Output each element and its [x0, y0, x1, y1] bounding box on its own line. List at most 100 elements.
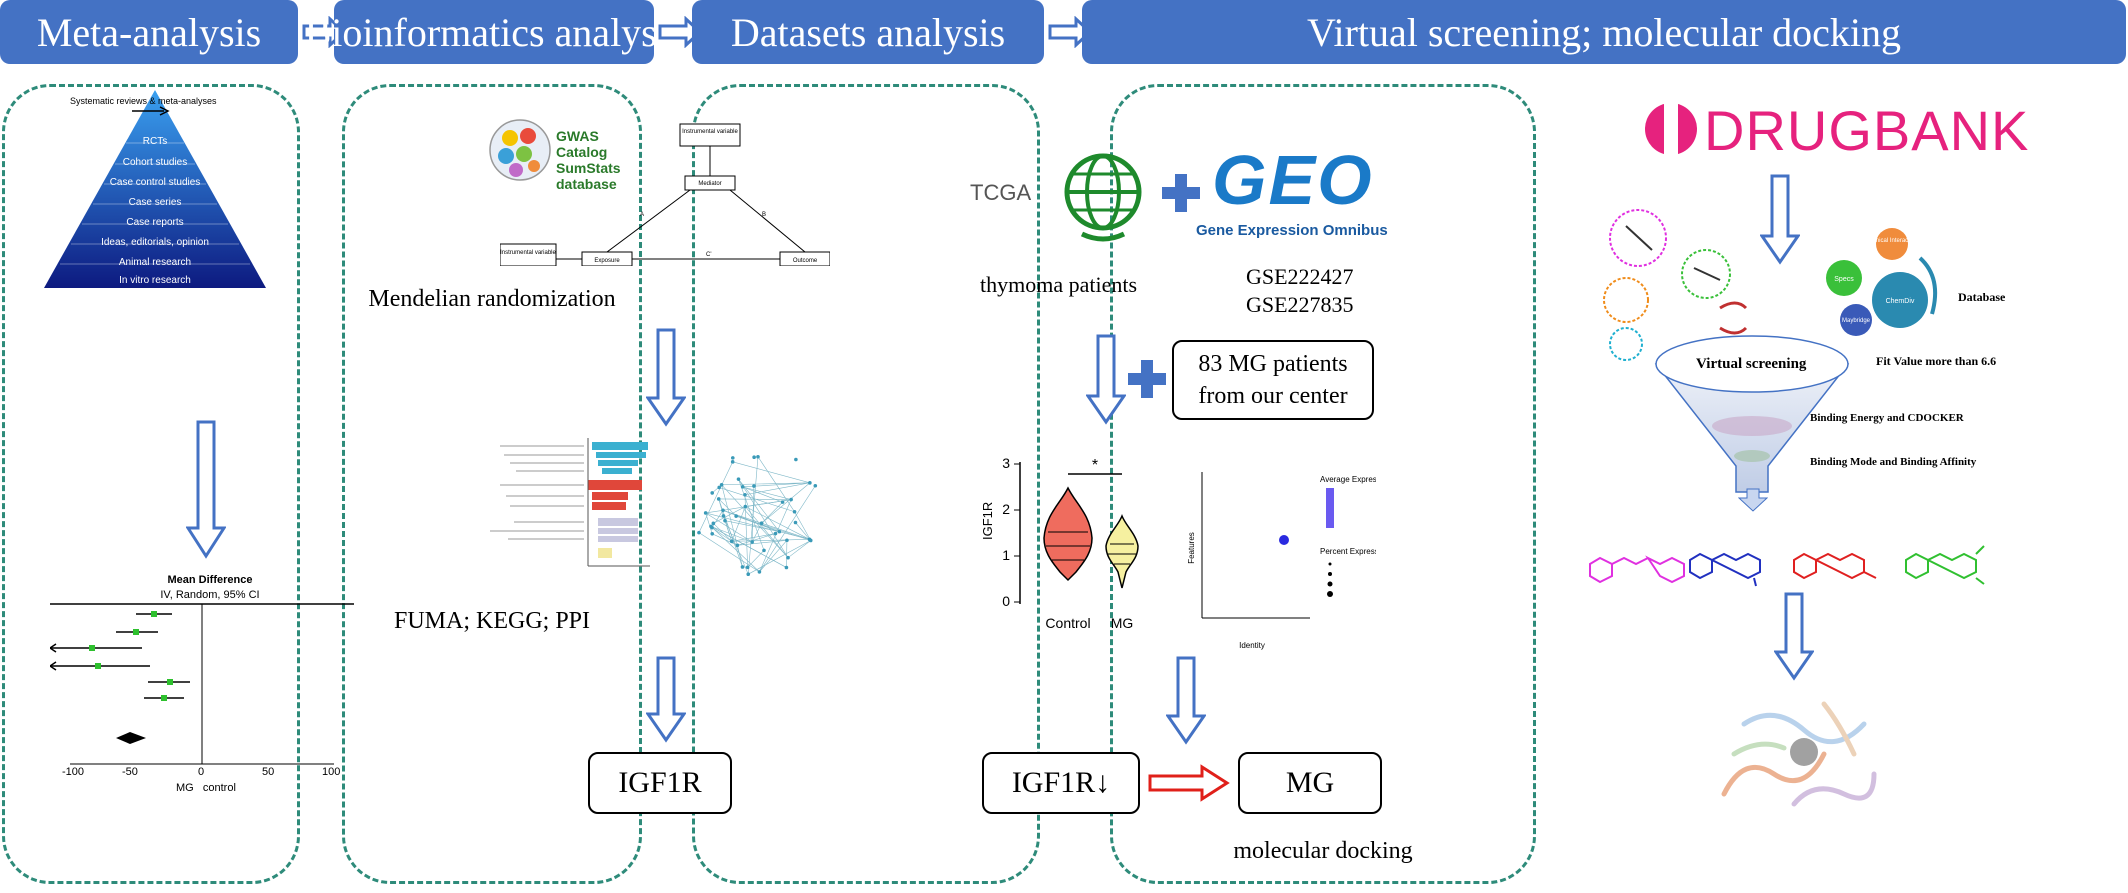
ppi-node: [743, 492, 747, 497]
mr-exposure: Exposure: [594, 258, 620, 264]
ppi-edge: [721, 482, 810, 486]
ppi-node: [746, 572, 751, 576]
ppi-edge: [713, 506, 746, 524]
ppi-edge: [794, 511, 811, 541]
ppi-edge: [761, 482, 811, 524]
ppi-edge: [737, 539, 787, 546]
db-label: Specs: [1834, 276, 1854, 283]
pyramid-intro: Systematic reviews & meta-analyses: [70, 96, 217, 106]
down-arrow-icon: [1166, 656, 1206, 745]
ppi-edge: [713, 523, 732, 542]
ppi-node: [723, 518, 727, 523]
igf1r-label: IGF1R: [618, 766, 702, 799]
ppi-node: [721, 514, 726, 518]
ppi-node: [721, 508, 725, 513]
mg-patients-box: 83 MG patients from our center: [1172, 340, 1374, 420]
ppi-node: [785, 538, 789, 543]
down-arrow-icon: [186, 420, 226, 559]
mr-diagram: Instrumental variable Mediator Instrumen…: [500, 123, 830, 266]
header-label: Meta-analysis: [36, 9, 262, 55]
ppi-node: [740, 485, 745, 489]
ppi-edge: [705, 512, 810, 540]
ppi-edge: [744, 482, 810, 496]
pyramid-level: Case series: [128, 197, 182, 208]
ppi-edge: [751, 523, 762, 543]
down-arrow-icon: [1760, 174, 1800, 265]
geo-subtitle: Gene Expression Omnibus: [1196, 222, 1388, 239]
significance-star: *: [1092, 457, 1098, 474]
ppi-edge: [718, 498, 792, 500]
gwas-logo-icon: [489, 119, 551, 181]
db-label: Chemical Interactions: [1863, 238, 1921, 244]
violin-ytick: 3: [1002, 455, 1010, 471]
forest-point: [133, 629, 139, 635]
ppi-edge: [710, 526, 787, 568]
violin-ylabel: IGF1R: [980, 501, 995, 540]
ppi-edge: [787, 540, 811, 558]
ppi-edge: [738, 478, 780, 532]
header-label: Bioinformatics analysis: [304, 9, 684, 55]
red-right-arrow-icon: [1148, 764, 1230, 802]
violin-category: Control: [1045, 615, 1090, 631]
ppi-node: [730, 456, 735, 460]
mg-box: MG: [1238, 752, 1382, 814]
ppi-node: [777, 529, 782, 534]
ppi-edge: [761, 501, 783, 524]
mg-label: MG: [1285, 766, 1335, 799]
mr-outcome: Outcome: [793, 258, 818, 264]
ppi-edge: [748, 540, 811, 575]
forest-point: [151, 611, 157, 617]
ppi-edge: [759, 499, 792, 573]
ppi-edge: [795, 522, 810, 540]
molecule-cluster: [1603, 209, 1748, 361]
ppi-edge: [719, 487, 795, 513]
gse1-label: GSE222427: [1246, 264, 1354, 289]
ppi-node: [794, 457, 798, 462]
ppi-edge: [736, 515, 780, 532]
ppi-node: [716, 497, 721, 501]
forest-arrow: [50, 661, 57, 671]
violin-ytick: 1: [1002, 547, 1010, 563]
mr-top-node: Instrumental variable: [682, 129, 738, 135]
header-label: Datasets analysis: [730, 9, 1006, 55]
ppi-edge: [738, 478, 789, 558]
ppi-edge: [745, 506, 810, 540]
mr-left-node: Instrumental variable: [500, 250, 556, 256]
ppi-node: [786, 555, 790, 560]
forest-plot: [50, 603, 354, 765]
header-virtual-screening: Virtual screening; molecular docking: [1082, 0, 2126, 64]
ppi-node: [711, 521, 716, 526]
ppi-edge: [737, 533, 776, 546]
geo-logo: GEO: [1212, 141, 1374, 219]
header-datasets: Datasets analysis: [692, 0, 1044, 64]
drugbank-logo-icon: [1645, 103, 1697, 155]
violin-ytick: 0: [1002, 593, 1010, 609]
ppi-edge: [718, 498, 737, 517]
ppi-node: [750, 540, 754, 544]
ppi-node: [784, 565, 789, 570]
forest-subtitle: IV, Random, 95% CI: [160, 589, 260, 601]
ppi-node: [752, 484, 756, 488]
igf1r-down-label: IGF1R↓: [1011, 766, 1111, 799]
ppi-node: [808, 538, 813, 543]
ppi-node: [743, 504, 748, 509]
ppi-edge: [731, 533, 776, 542]
plus-icon: [1128, 360, 1166, 398]
header-meta-analysis: Meta-analysis: [0, 0, 298, 64]
binding-mode-label: Binding Mode and Binding Affinity: [1810, 456, 1977, 468]
ppi-node: [740, 565, 745, 569]
ppi-node: [710, 491, 715, 495]
ppi-edge: [759, 485, 816, 573]
pointer-arrow-icon: [132, 106, 170, 116]
ppi-node: [697, 530, 701, 535]
pyramid-level: Ideas, editorials, opinion: [101, 237, 209, 248]
forest-point: [167, 679, 173, 685]
pyramid-level: RCTs: [142, 136, 168, 147]
ppi-node: [813, 483, 818, 488]
ppi-edge: [710, 526, 760, 573]
ppi-edge: [731, 539, 810, 542]
pyramid-level: Case control studies: [109, 177, 201, 188]
database-label: Database: [1958, 290, 2006, 304]
ppi-node: [717, 485, 722, 490]
ppi-edge: [759, 540, 788, 573]
